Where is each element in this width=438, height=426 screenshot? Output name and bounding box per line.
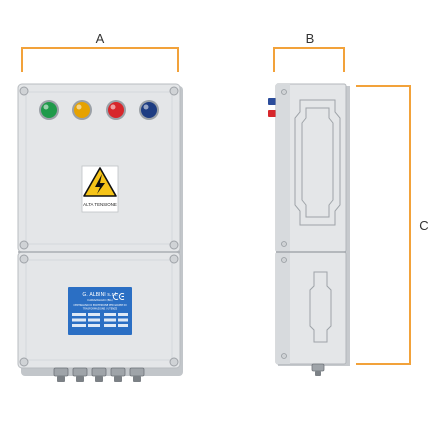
lamp-red [106, 100, 126, 120]
front-view: ALTA TENSIONE G. ALBINI s.r.l. CARAVAGGI… [17, 83, 183, 382]
cable-glands [53, 367, 145, 382]
side-lamp-stubs [268, 98, 276, 117]
dimension-c-label: C [419, 218, 428, 233]
nameplate: G. ALBINI s.r.l. CARAVAGGIO (BG) CENTRAL… [68, 287, 132, 335]
high-voltage-warning: ALTA TENSIONE [81, 165, 119, 213]
front-screws [19, 86, 179, 367]
side-knockouts [294, 99, 341, 343]
nameplate-rating-table [72, 313, 128, 327]
nameplate-company: G. ALBINI s.r.l. [82, 292, 118, 298]
nameplate-location: CARAVAGGIO (BG) [87, 298, 113, 302]
indicator-lamps [39, 100, 159, 120]
side-screws [281, 89, 287, 359]
lamp-green [39, 100, 59, 120]
dimension-a-label: A [96, 31, 105, 46]
dimension-b-label: B [306, 31, 315, 46]
ce-mark-icon [112, 293, 125, 300]
dimension-c: C [356, 85, 429, 365]
lightning-icon [95, 174, 105, 194]
side-view [268, 83, 350, 376]
side-cable-gland [311, 363, 325, 376]
lamp-blue [139, 100, 159, 120]
lamp-yellow [72, 100, 92, 120]
nameplate-description-1: CENTRALINO DI PROTEZIONE PER GRUPPI DI [73, 304, 126, 307]
dimension-a: A [21, 31, 179, 72]
nameplate-description-2: TRASFORMAZIONE / UTENZE [83, 308, 118, 311]
warning-label: ALTA TENSIONE [83, 202, 117, 207]
dimension-b: B [273, 31, 345, 72]
